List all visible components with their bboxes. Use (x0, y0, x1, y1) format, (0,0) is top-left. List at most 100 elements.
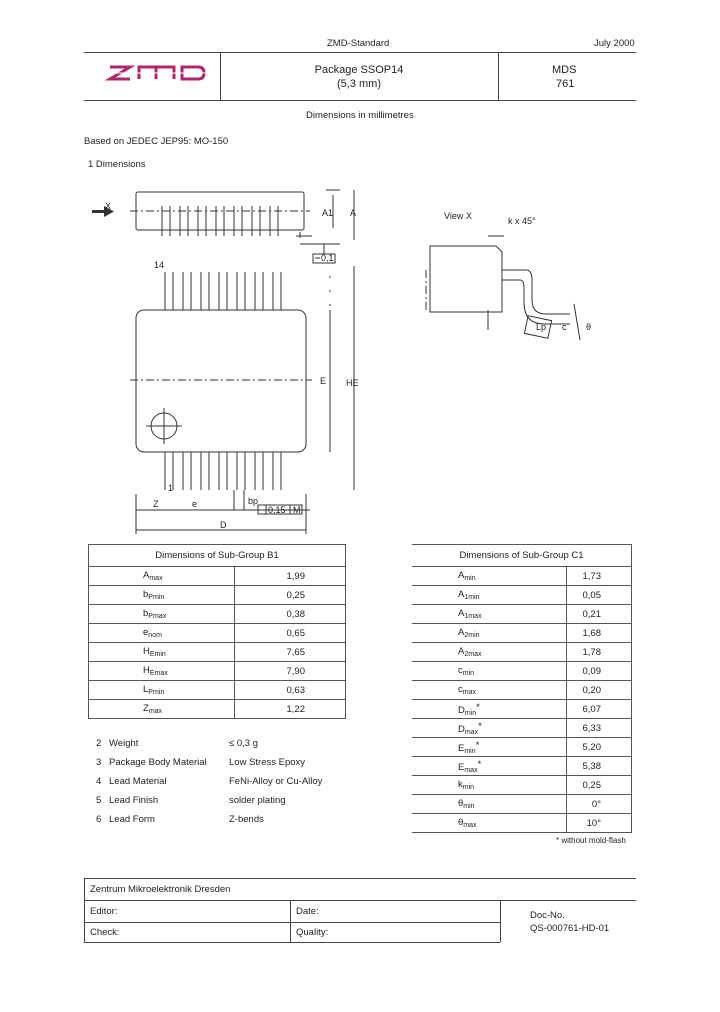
symbol-subscript: 1min (464, 594, 480, 601)
symbol-text: A (143, 570, 150, 581)
symbol-subscript: min (462, 784, 475, 791)
property-num: 2 (96, 738, 102, 749)
b1-value: 0,63 (234, 680, 346, 700)
c1-value: 6,33 (566, 718, 632, 738)
b1-value: 7,90 (234, 661, 346, 681)
mds-number: 761 (556, 78, 575, 90)
header-date: July 2000 (594, 38, 635, 49)
mds-label: MDS (552, 64, 577, 76)
c1-symbol: Dmax* (412, 718, 567, 738)
package-subtitle: (5,3 mm) (337, 78, 381, 90)
tol-015-label: 0,15 (268, 505, 286, 515)
symbol-text: e (143, 627, 149, 638)
symbol-subscript: max (148, 708, 163, 715)
symbol-star: * (476, 701, 480, 713)
symbol-text: H (143, 646, 150, 657)
c1-symbol: θmax (412, 813, 567, 833)
property-num: 4 (96, 776, 102, 787)
c1-symbol: Emin* (412, 737, 567, 757)
theta-label: θ (586, 322, 591, 332)
symbol-subscript: nom (148, 632, 162, 639)
footer-company: Zentrum Mikroelektronik Dresden (90, 884, 231, 895)
symbol-subscript: max (462, 689, 476, 696)
c1-footnote: * without mold-flash (556, 836, 626, 845)
c1-value: 0,09 (566, 661, 632, 681)
symbol-text: E (458, 742, 465, 754)
symbol-text: Z (143, 703, 149, 714)
b1-symbol: Amax (87, 566, 236, 586)
symbol-subscript: Emin (149, 651, 166, 658)
symbol-subscript: max (463, 822, 477, 829)
symbol-subscript: max (464, 728, 479, 736)
property-name: Lead Material (109, 776, 167, 787)
c1-symbol: A2max (412, 642, 567, 662)
c1-symbol: A1min (412, 585, 567, 605)
symbol-text: D (458, 704, 465, 716)
c1-symbol: cmax (412, 680, 567, 700)
symbol-text: θ (458, 817, 464, 828)
symbol-subscript: max (149, 575, 163, 582)
lp-label: Lp (536, 322, 546, 332)
k45-label: k x 45° (508, 216, 536, 226)
c1-row: Emax*5,38 (412, 756, 632, 776)
pin1-label: 1 (168, 483, 173, 493)
b1-symbol: Zmax (87, 699, 236, 719)
based-on-note: Based on JEDEC JEP95: MO-150 (84, 136, 229, 147)
table-b1-title: Dimensions of Sub-Group B1 (88, 544, 346, 567)
zmd-logo (104, 62, 210, 84)
c1-value: 0° (566, 794, 632, 814)
c1-value: 1,68 (566, 623, 632, 643)
b1-symbol: LPmin (87, 680, 236, 700)
x-label: X (105, 201, 111, 211)
symbol-text: A (458, 570, 465, 581)
c1-value: 0,25 (566, 775, 632, 795)
footer-editor: Editor: (90, 906, 118, 917)
symbol-text: c (458, 665, 463, 676)
b1-symbol: bPmax (87, 604, 236, 624)
c1-symbol: Emax* (412, 756, 567, 776)
e-pitch-label: e (192, 499, 197, 509)
footer-date: Date: (296, 906, 319, 917)
property-value: Low Stress Epoxy (229, 757, 306, 768)
c1-symbol: Amin (412, 566, 567, 586)
property-name: Package Body Material (109, 757, 207, 768)
b1-value: 7,65 (234, 642, 346, 662)
symbol-subscript: Pmin (148, 594, 165, 601)
c1-value: 5,20 (566, 737, 632, 757)
property-name: Weight (109, 738, 139, 749)
c1-symbol: Dmin* (412, 699, 567, 719)
symbol-subscript: max (464, 766, 478, 774)
property-value: solder plating (229, 795, 286, 806)
b1-row: HEmin 7,65 (87, 642, 346, 662)
property-name: Lead Finish (109, 795, 159, 806)
c1-value: 0,05 (566, 585, 632, 605)
pin14-label: 14 (154, 260, 164, 270)
b1-value: 0,38 (234, 604, 346, 624)
b1-symbol: bPmin (87, 585, 236, 605)
c1-symbol: A2min (412, 623, 567, 643)
property-name: Lead Form (109, 814, 155, 825)
view-x-label: View X (444, 211, 472, 221)
c1-value: 1,78 (566, 642, 632, 662)
he-label: HE (346, 378, 359, 388)
c1-symbol: kmin (412, 775, 567, 795)
e-label: E (320, 376, 326, 386)
c1-value: 0,20 (566, 680, 632, 700)
symbol-star: * (475, 739, 480, 751)
c1-value: 10° (566, 813, 632, 833)
symbol-subscript: 2max (464, 651, 482, 658)
units-note: Dimensions in millimetres (306, 110, 414, 121)
